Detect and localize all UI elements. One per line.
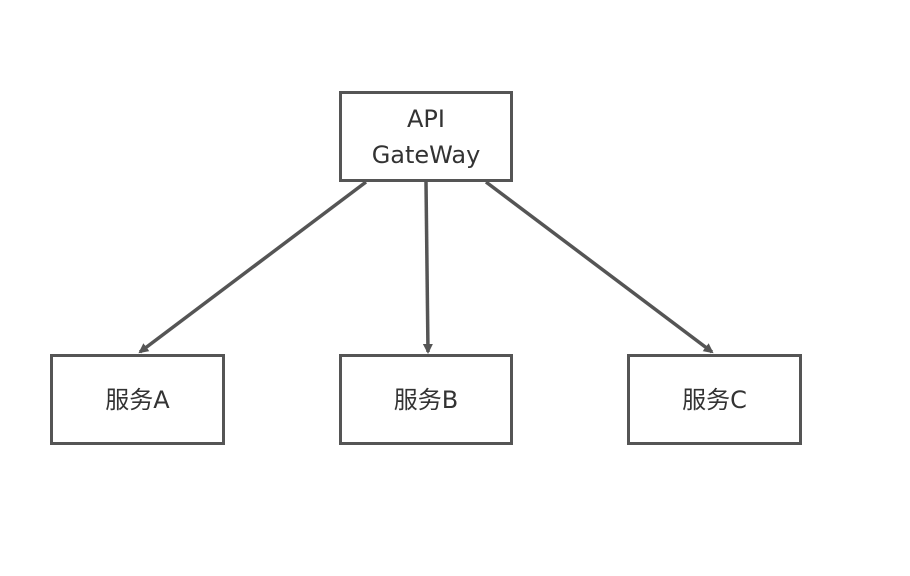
service-b-label: 服务B [393, 385, 459, 414]
api-gateway-node: API GateWay [339, 91, 513, 182]
arrow-gateway-to-service-c [484, 180, 714, 354]
edges-layer [138, 180, 714, 354]
arrow-gateway-to-service-a [138, 180, 368, 354]
api-gateway-label-line1: API [407, 104, 445, 133]
service-c-label: 服务C [682, 385, 747, 414]
arrow-gateway-to-service-b [422, 181, 433, 354]
service-a-node: 服务A [50, 354, 225, 445]
service-a-label: 服务A [105, 385, 170, 414]
api-gateway-label-line2: GateWay [371, 140, 481, 169]
service-c-node: 服务C [627, 354, 802, 445]
service-b-node: 服务B [339, 354, 513, 445]
